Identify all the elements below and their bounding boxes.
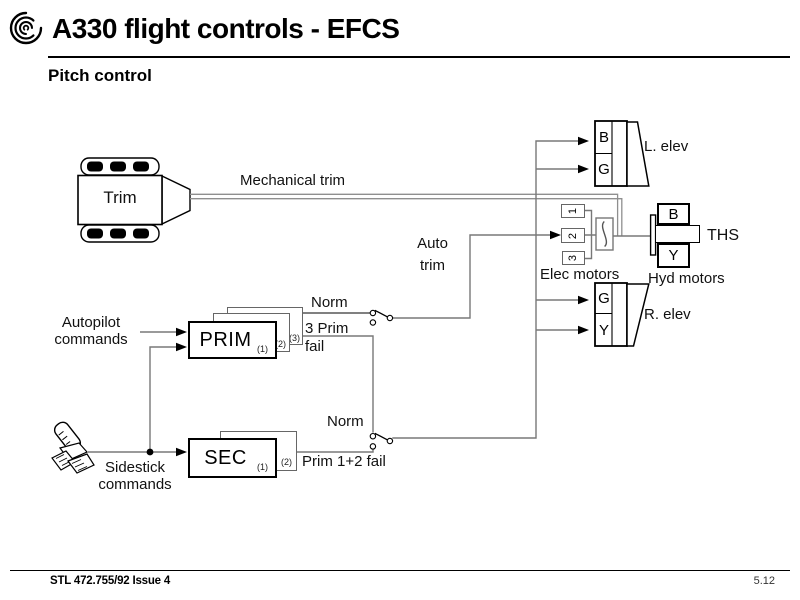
footer-rule: [10, 570, 790, 572]
ths-screwjack-symbol: [595, 214, 657, 256]
prim-norm-switch: [369, 309, 394, 326]
left-elev-actuator-bottom-letter: G: [598, 161, 610, 178]
elec-motor-2-number: 2: [567, 232, 579, 239]
elec-motor-1-number: 1: [567, 207, 579, 215]
arrowheads: [176, 136, 589, 457]
swirl-logo-icon: [9, 11, 43, 45]
prim-unit-3: (3): [289, 333, 300, 343]
ths-label: THS: [707, 227, 739, 244]
ths-motor-yellow-letter: Y: [668, 247, 679, 264]
sec-switch-norm-label: Norm: [327, 413, 364, 430]
left-elevator-label: L. elev: [644, 138, 689, 155]
ths-motor-blue-letter: B: [668, 205, 679, 223]
section-title: Pitch control: [48, 66, 152, 85]
command-wires: [88, 140, 651, 453]
prim-unit-1: (1): [257, 344, 268, 354]
right-elevator-shape: [594, 282, 650, 347]
left-elev-actuator-top-letter: B: [598, 129, 609, 146]
prim-switch-fail-label-line1: 3 Prim: [305, 320, 349, 337]
sidestick-icon: [51, 421, 95, 474]
ths-motor-blue: B: [657, 203, 690, 225]
auto-trim-label-line1: Auto: [417, 235, 448, 252]
document-reference: STL 472.755/92 Issue 4: [50, 575, 171, 587]
right-elev-actuator-bottom-letter: Y: [598, 322, 609, 339]
title-underline: [48, 56, 790, 58]
sec-switch-fail-label: Prim 1+2 fail: [302, 453, 386, 470]
elec-motor-2: 2: [561, 228, 585, 243]
sidestick-label-line2: commands: [98, 476, 172, 493]
prim-switch-norm-label: Norm: [311, 294, 348, 311]
mechanical-trim-cable: [190, 193, 623, 236]
sec-norm-switch: [369, 432, 394, 450]
sec-unit-1: (1): [257, 462, 268, 472]
mechanical-trim-label: Mechanical trim: [240, 172, 346, 189]
ths-surface-bar: [655, 225, 700, 243]
trim-wheel-shape: [77, 157, 191, 243]
prim-box-1: PRIM (1): [188, 321, 277, 359]
prim-unit-2: (2): [275, 339, 286, 349]
autopilot-label-line2: commands: [54, 331, 128, 348]
elec-motors-label: Elec motors: [540, 266, 620, 283]
prim-label: PRIM: [199, 328, 252, 351]
autopilot-label-line1: Autopilot: [61, 314, 121, 331]
left-elevator-shape: [594, 120, 650, 187]
elec-motor-1: 1: [561, 204, 585, 218]
auto-trim-label-line2: trim: [420, 257, 445, 274]
ths-motor-yellow: Y: [657, 243, 690, 268]
hyd-motors-label: Hyd motors: [648, 270, 725, 287]
elec-motor-3: 3: [562, 251, 585, 265]
right-elevator-label: R. elev: [644, 306, 691, 323]
sidestick-label-line1: Sidestick: [104, 459, 166, 476]
sec-unit-2: (2): [281, 457, 292, 467]
sec-box-1: SEC (1): [188, 438, 277, 478]
elec-motor-3-number: 3: [567, 254, 580, 262]
sec-label: SEC: [204, 446, 247, 469]
page-title: A330 flight controls - EFCS: [52, 13, 400, 44]
trim-wheel-label: Trim: [103, 188, 137, 207]
right-elev-actuator-top-letter: G: [598, 290, 610, 307]
wire-junction-dot: [146, 448, 154, 456]
page-number: 5.12: [753, 575, 775, 587]
prim-switch-fail-label-line2: fail: [305, 338, 325, 355]
